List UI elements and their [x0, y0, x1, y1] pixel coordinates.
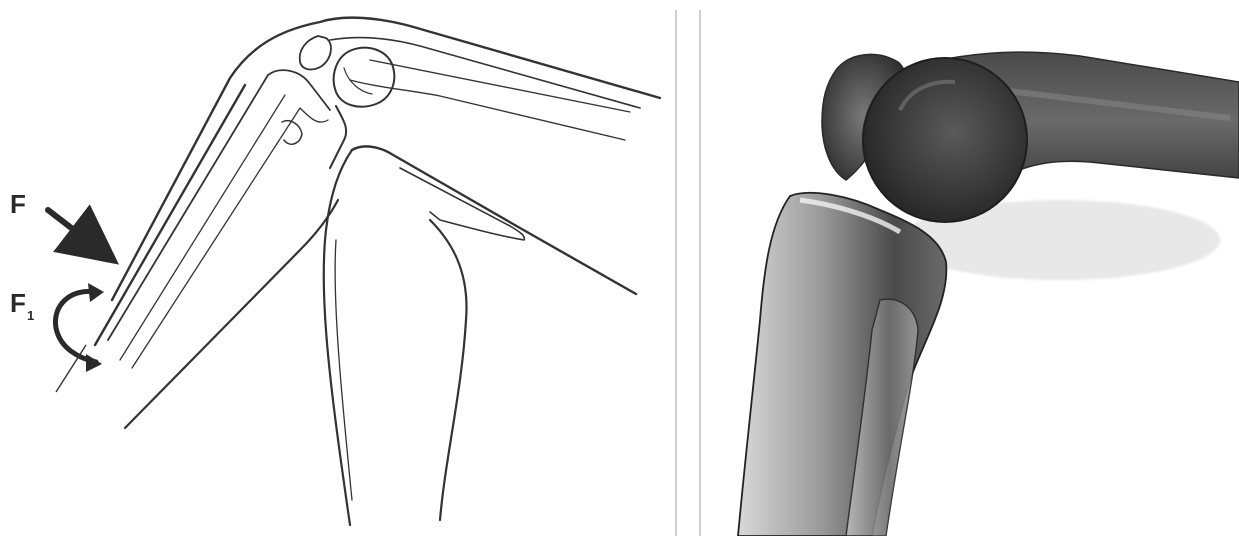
standing-leg-right [430, 220, 467, 520]
thigh-underside [352, 146, 636, 294]
femoral-condyle [334, 48, 395, 107]
tibia-bone [738, 193, 946, 536]
rotational-force-label: F [10, 288, 26, 318]
patella [300, 36, 331, 69]
tibia-back [125, 200, 338, 428]
standing-leg-inner [335, 240, 352, 500]
thigh-outline-top [112, 18, 660, 300]
hamstring-contour [400, 168, 524, 240]
rotational-force-subscript: 1 [27, 308, 34, 323]
knee-bone-shaded [738, 52, 1239, 536]
condyle-inner [344, 68, 372, 94]
panel-divider [676, 10, 700, 536]
lower-leg-outline-top [95, 85, 245, 345]
joint-line [330, 106, 346, 168]
tibia-front [108, 70, 330, 340]
force-label: F [10, 189, 26, 219]
force-annotations: F F 1 [10, 189, 104, 392]
knee-line-drawing [95, 18, 660, 525]
rotation-arrowhead-top [88, 283, 104, 302]
rotation-arrowhead-bottom [86, 354, 102, 372]
tibia-line-2 [132, 108, 328, 368]
force-arrow [48, 210, 100, 250]
rotation-arrow-icon [55, 291, 96, 362]
tibia-line-1 [120, 95, 285, 360]
fibula-head [282, 121, 302, 145]
